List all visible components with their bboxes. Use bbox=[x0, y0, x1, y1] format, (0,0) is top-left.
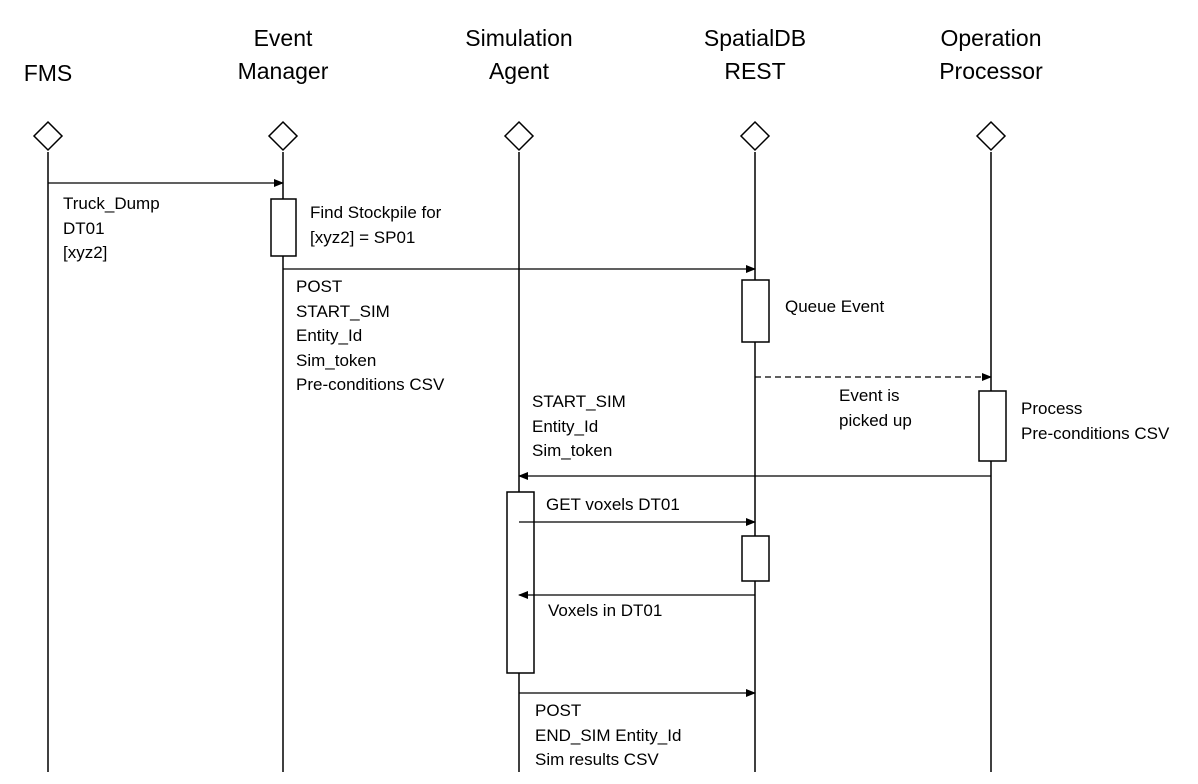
participant-operation-processor-diamond bbox=[975, 120, 1007, 152]
participant-simulation-agent-label: Simulation Agent bbox=[465, 25, 573, 84]
participant-fms-label: FMS bbox=[23, 60, 73, 86]
message-label: Voxels in DT01 bbox=[548, 601, 663, 620]
activation-box-operation-processor bbox=[978, 390, 1007, 462]
activation-box-simulation-agent bbox=[506, 491, 535, 674]
participant-spatialdb-rest-label: SpatialDB REST bbox=[703, 25, 807, 84]
activation-box-spatialdb-rest bbox=[741, 535, 770, 582]
message-label: Event is picked up bbox=[839, 386, 912, 430]
message-label: POST END_SIM Entity_Id Sim results CSV bbox=[535, 701, 682, 769]
participant-event-manager-label: Event Manager bbox=[237, 25, 329, 84]
participant-operation-processor-label: Operation Processor bbox=[939, 25, 1043, 84]
message-label: GET voxels DT01 bbox=[546, 495, 680, 514]
message-label: Truck_Dump DT01 [xyz2] bbox=[63, 194, 160, 262]
message-label: POST START_SIM Entity_Id Sim_token Pre-c… bbox=[296, 277, 445, 394]
activation-box-spatialdb-rest bbox=[741, 279, 770, 343]
participant-event-manager-diamond bbox=[267, 120, 299, 152]
activation-note: Find Stockpile for [xyz2] = SP01 bbox=[310, 203, 442, 247]
activation-box-event-manager bbox=[270, 198, 297, 257]
activation-note: Queue Event bbox=[785, 297, 885, 316]
participant-simulation-agent-diamond bbox=[503, 120, 535, 152]
participant-spatialdb-rest-diamond bbox=[739, 120, 771, 152]
participant-fms-diamond bbox=[32, 120, 64, 152]
message-label: START_SIM Entity_Id Sim_token bbox=[532, 392, 626, 460]
activation-note: Process Pre-conditions CSV bbox=[1021, 399, 1170, 443]
